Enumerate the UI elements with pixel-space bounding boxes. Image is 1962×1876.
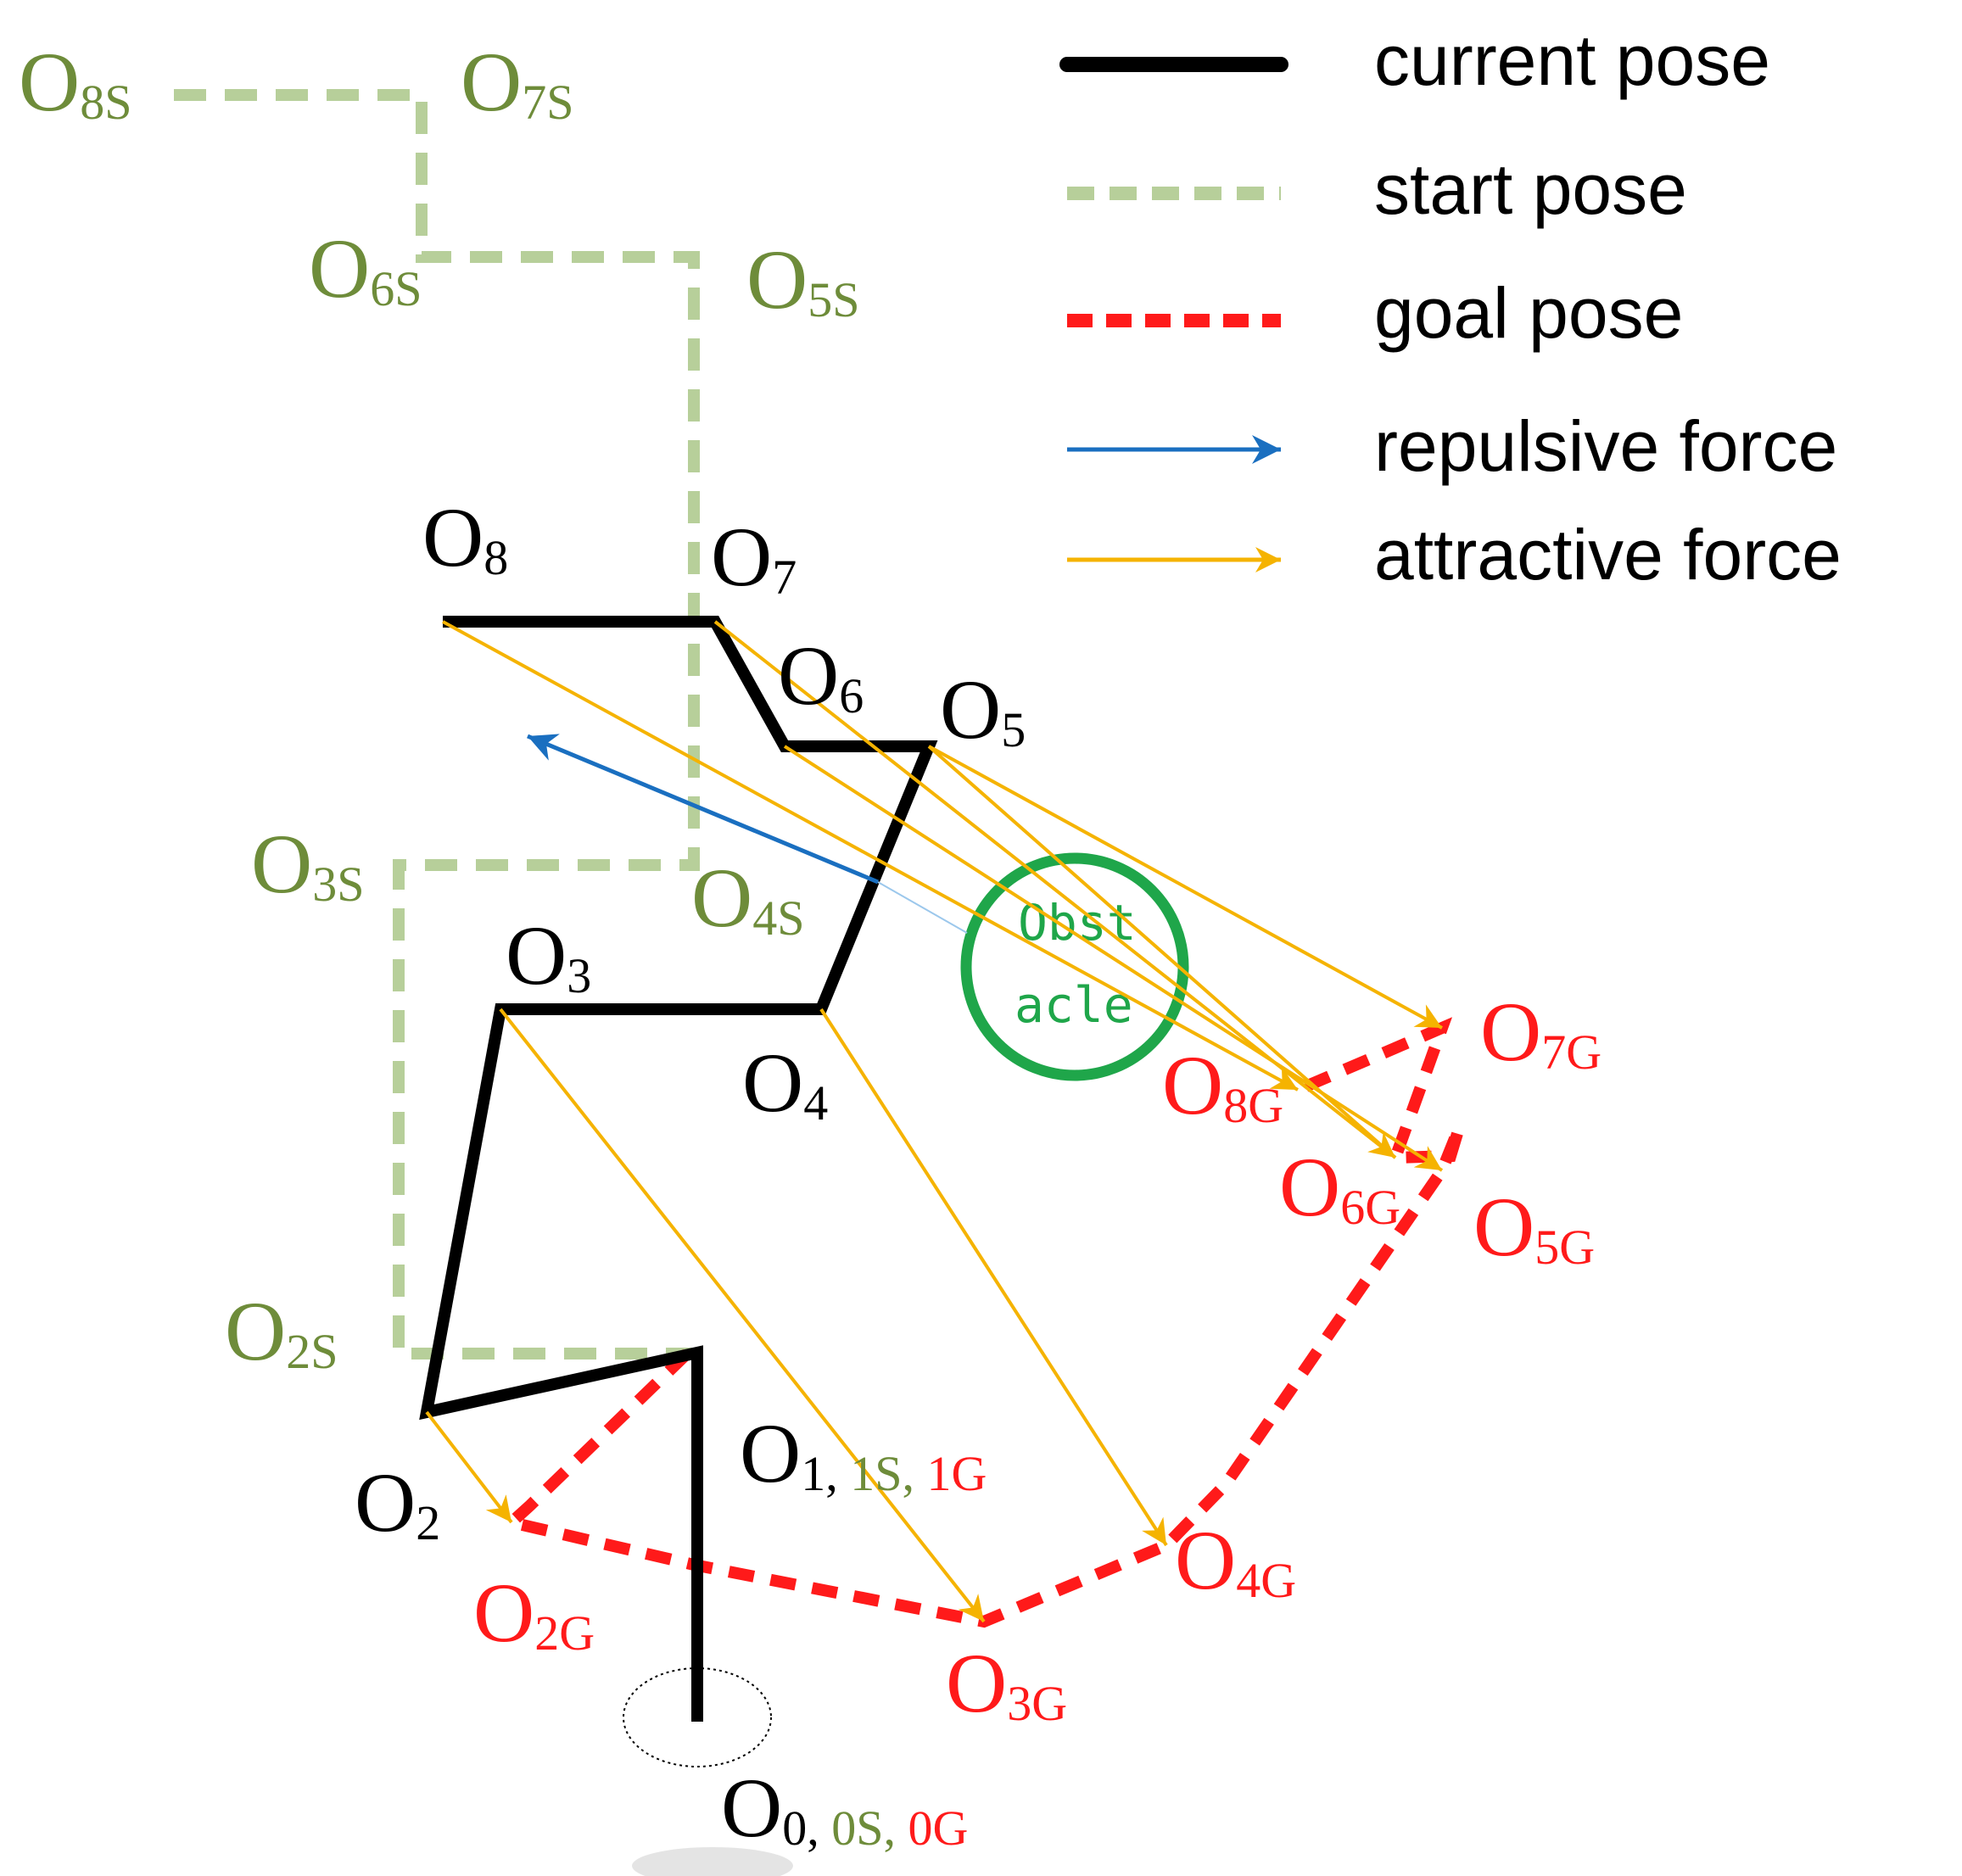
attractive-force-arrows — [425, 620, 1444, 1623]
label-O8: O8 — [422, 490, 508, 585]
label-O3: O3 — [506, 908, 591, 1003]
attractive-arrow-o4 — [819, 1008, 1168, 1547]
label-O4S: O4S — [691, 851, 804, 946]
legend-label-start: start pose — [1374, 149, 1687, 229]
label-O2G: O2G — [473, 1566, 595, 1661]
attractive-arrow-o2 — [425, 1410, 513, 1524]
start-pose — [174, 89, 700, 1360]
label-O2S: O2S — [225, 1284, 338, 1379]
label-O3G: O3G — [946, 1636, 1067, 1731]
label-O7S: O7S — [461, 35, 573, 130]
label-O0: O0, 0S, 0G — [721, 1761, 968, 1856]
repulsive-arrow — [527, 734, 879, 885]
label-O3S: O3S — [251, 817, 364, 912]
goal-labels: O7G O8G O6G O5G O4G O2G O3G — [473, 985, 1601, 1731]
label-O8S: O8S — [19, 35, 131, 130]
obstacle-label-line2: acle — [1015, 976, 1133, 1034]
label-O1: O1, 1S, 1G — [740, 1406, 987, 1501]
label-O4: O4 — [742, 1036, 828, 1131]
current-labels: O8 O7 O6 O5 O3 O4 O2 O1, 1S, 1G O0, 0S, … — [355, 490, 1026, 1856]
attractive-arrow-o5-a — [928, 745, 1443, 1030]
label-O5S: O5S — [746, 232, 859, 327]
label-O6G: O6G — [1279, 1140, 1400, 1235]
legend-label-attractive: attractive force — [1374, 515, 1842, 595]
legend-label-goal: goal pose — [1374, 273, 1683, 353]
label-O4G: O4G — [1175, 1513, 1296, 1608]
label-O6S: O6S — [309, 221, 422, 316]
obstacle-circle — [960, 852, 1189, 1081]
label-O7G: O7G — [1480, 985, 1601, 1080]
attractive-arrow-o6 — [783, 745, 1444, 1172]
attractive-arrow-o8 — [442, 620, 1299, 1092]
attractive-arrow-o5-b — [927, 745, 1397, 1159]
start-pose-path — [174, 89, 700, 1360]
current-pose-path — [419, 616, 938, 1722]
label-O5: O5 — [940, 662, 1026, 757]
legend: current pose start pose goal pose repuls… — [1059, 20, 1842, 595]
base-joint-ellipse — [623, 1667, 772, 1767]
repulsive-force-arrow — [527, 734, 968, 934]
legend-label-current: current pose — [1374, 20, 1770, 100]
label-O5G: O5G — [1473, 1180, 1595, 1275]
label-O7: O7 — [711, 510, 797, 605]
goal-pose-path — [499, 1017, 1465, 1628]
attractive-arrow-o3 — [499, 1008, 986, 1623]
start-labels: O8S O7S O6S O5S O3S O4S O2S — [19, 35, 859, 1379]
base-shadow — [632, 1847, 793, 1876]
label-O2: O2 — [355, 1455, 440, 1550]
repulsive-arrow-tail — [877, 881, 968, 934]
legend-label-repulsive: repulsive force — [1374, 406, 1837, 486]
obstacle-label-line1: Obst — [1018, 894, 1137, 952]
label-O8G: O8G — [1162, 1038, 1283, 1133]
current-pose — [419, 616, 938, 1722]
goal-pose — [499, 1017, 1465, 1628]
label-O6: O6 — [778, 628, 864, 723]
